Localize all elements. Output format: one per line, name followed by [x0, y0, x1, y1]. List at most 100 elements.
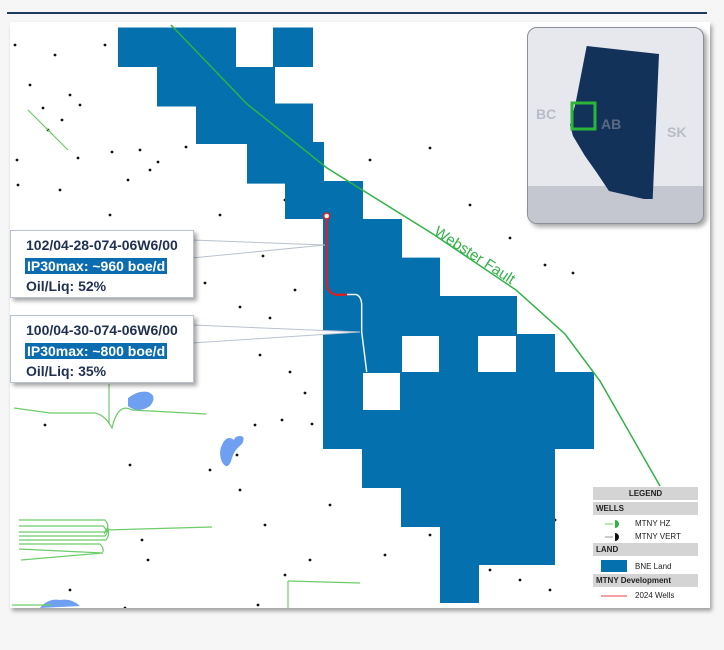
lake	[128, 391, 154, 410]
well-callout: 102/04-28-074-06W6/00 IP30max: ~960 boe/…	[10, 230, 194, 298]
well-dot	[108, 213, 112, 217]
well-dot	[288, 370, 292, 374]
well-dot	[383, 553, 387, 557]
well-dot	[28, 83, 32, 87]
well-dot	[140, 538, 144, 542]
well-dot	[508, 236, 512, 240]
well-dot	[571, 271, 575, 275]
well-dot	[428, 533, 432, 537]
well-dot	[428, 146, 432, 150]
well-dot	[268, 316, 272, 320]
lake	[40, 599, 80, 608]
callout-ip30: IP30max: ~960 boe/d	[25, 258, 168, 274]
well-callout: 100/04-30-074-06W6/00 IP30max: ~800 boe/…	[10, 315, 194, 383]
well-dot	[58, 188, 62, 192]
well-dot	[256, 603, 260, 607]
well-dot	[76, 156, 80, 160]
well-dot	[68, 588, 72, 592]
bne-land	[118, 27, 594, 603]
well-surface-location	[322, 212, 331, 220]
lake	[220, 436, 244, 467]
well-dot	[53, 53, 57, 57]
legend-label: 2024 Wells	[635, 591, 675, 600]
well-dot	[43, 423, 47, 427]
well-dot	[208, 468, 212, 472]
pipelines	[12, 109, 361, 608]
well-dot	[548, 588, 552, 592]
legend-title: LEGEND	[593, 487, 698, 500]
well-dot	[203, 281, 207, 285]
area-of-interest-box	[570, 101, 597, 131]
well-dot	[328, 503, 332, 507]
well-dot	[156, 160, 160, 164]
callout-well-id: 100/04-30-074-06W6/00	[26, 322, 178, 338]
label-ab: AB	[601, 116, 622, 132]
well-dot	[308, 558, 312, 562]
well-dot	[16, 183, 20, 187]
well-dot	[15, 158, 19, 162]
well-dot	[310, 422, 314, 426]
webster-fault-label: Webster Fault	[431, 223, 519, 288]
red-line-icon	[601, 591, 627, 601]
well-dot	[126, 178, 130, 182]
well-dot	[303, 391, 307, 395]
well-dot	[110, 150, 114, 154]
well-dot	[518, 578, 522, 582]
locator-inset-map: BC AB SK	[527, 27, 704, 224]
well-dot	[543, 263, 547, 267]
well-dot	[368, 158, 372, 162]
callout-well-id: 102/04-28-074-06W6/00	[26, 237, 178, 253]
alberta-shape	[570, 46, 659, 199]
black-well-icon	[601, 532, 627, 542]
callout-oil-liq: Oil/Liq: 35%	[26, 363, 107, 379]
well-dot	[128, 463, 132, 467]
well-dot	[138, 148, 142, 152]
legend-land-header: LAND	[593, 543, 698, 556]
well-dot	[148, 168, 152, 172]
map-canvas: Webster Fault	[12, 24, 661, 608]
legend-item-bne-land: BNE Land	[593, 558, 698, 574]
well-dot	[468, 203, 472, 207]
green-well-icon	[601, 519, 627, 529]
legend-wells-header: WELLS	[593, 502, 698, 515]
well-dot	[283, 573, 287, 577]
well-dot	[103, 43, 107, 47]
legend-label: MTNY HZ	[635, 519, 671, 528]
well-dot	[184, 145, 188, 149]
legend-label: MTNY VERT	[635, 532, 681, 541]
well-dot	[123, 606, 127, 608]
well-dot	[238, 488, 242, 492]
title-underline	[7, 12, 707, 14]
well-dot	[253, 423, 257, 427]
well-dot	[261, 254, 265, 258]
legend-item-mtny-vert: MTNY VERT	[593, 530, 698, 543]
callout-oil-liq: Oil/Liq: 52%	[26, 278, 107, 294]
well-2024-lateral-1	[325, 216, 348, 297]
well-dot	[280, 418, 284, 422]
webster-fault-line	[170, 24, 661, 487]
callout-pointer	[191, 239, 326, 259]
well-dot	[238, 305, 242, 309]
well-dot	[13, 43, 17, 47]
well-lateral-2	[347, 293, 368, 373]
legend-item-mtny-hz: MTNY HZ	[593, 517, 698, 530]
legend-label: BNE Land	[635, 561, 672, 571]
label-bc: BC	[536, 106, 557, 122]
well-dot	[258, 353, 262, 357]
well-dot	[60, 118, 64, 122]
well-dot	[235, 453, 239, 457]
well-dot	[488, 568, 492, 572]
land-swatch	[601, 560, 627, 572]
well-dot	[263, 523, 267, 527]
label-sk: SK	[667, 124, 687, 140]
well-dot	[218, 213, 222, 217]
legend-dev-header: MTNY Development	[593, 574, 698, 587]
well-dot	[78, 103, 82, 107]
legend: LEGEND WELLS MTNY HZ MTNY VERT LAND BNE …	[593, 487, 698, 602]
well-dot	[146, 558, 150, 562]
well-dot	[41, 106, 45, 110]
well-dot	[68, 93, 72, 97]
callout-ip30: IP30max: ~800 boe/d	[25, 343, 168, 359]
legend-item-2024-wells: 2024 Wells	[593, 589, 698, 602]
well-dot	[293, 288, 297, 292]
